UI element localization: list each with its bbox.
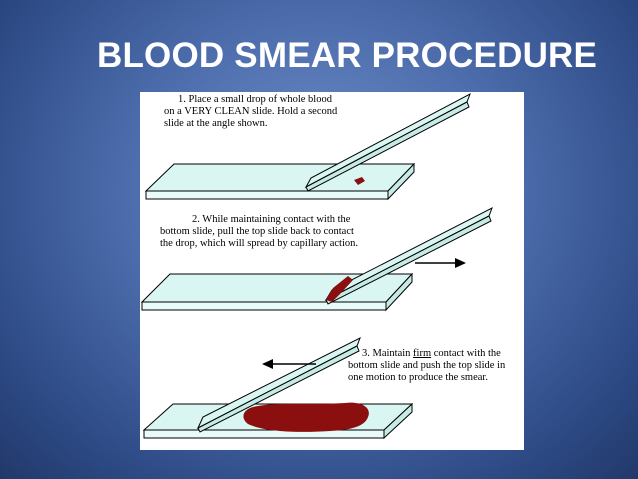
step3-top-slide-edge [197, 345, 360, 433]
step1-illustration [144, 92, 471, 201]
step2-illustration [140, 206, 493, 312]
step3-bottom-slide-edge [143, 429, 385, 439]
step2-blood-spread [326, 276, 353, 302]
step1-bottom-slide-side [387, 162, 415, 201]
step2-line1: 2. While maintaining contact with the [192, 214, 351, 225]
step2-bottom-slide-side [385, 272, 413, 312]
step1-bottom-slide-top [144, 163, 416, 192]
step1-top-slide-edge [305, 101, 470, 192]
step3-emphasis-firm: firm [413, 348, 432, 359]
procedure-panel: 1. Place a small drop of whole blood on … [140, 92, 524, 450]
step3-line1-start: 3. Maintain [362, 348, 414, 359]
step1-line2: on a VERY CLEAN slide. Hold a second [164, 106, 338, 117]
step2-line2: bottom slide, pull the top slide back to… [160, 226, 354, 237]
step3-bottom-slide-side [383, 402, 413, 440]
step1-line3: slide at the angle shown. [164, 118, 268, 129]
step3-text: 3. Maintain firm contact with the bottom… [348, 348, 505, 384]
step1-text: 1. Place a small drop of whole blood on … [164, 94, 337, 130]
step3-line3: one motion to produce the smear. [348, 372, 488, 383]
step1-bottom-slide-edge [145, 190, 389, 200]
step3-line1-end: contact with the [431, 348, 501, 359]
step2-bottom-slide-edge [141, 301, 387, 311]
slide-title: BLOOD SMEAR PROCEDURE [97, 36, 598, 75]
step3-blood-smear [243, 402, 369, 432]
step2-top-slide-edge [325, 215, 492, 305]
step3-line1: 3. Maintain firm contact with the [348, 348, 505, 360]
left-arrow-icon [262, 359, 316, 369]
step2-text: 2. While maintaining contact with the bo… [160, 214, 358, 250]
step3-line2: bottom slide and push the top slide in [348, 360, 506, 371]
step3-illustration [142, 336, 414, 440]
right-arrow-icon [415, 258, 466, 268]
procedure-illustration [140, 92, 493, 440]
step2-line3: the drop, which will spread by capillary… [160, 238, 358, 249]
step1-blood-drop [354, 177, 365, 185]
step1-line1: 1. Place a small drop of whole blood [178, 94, 332, 105]
